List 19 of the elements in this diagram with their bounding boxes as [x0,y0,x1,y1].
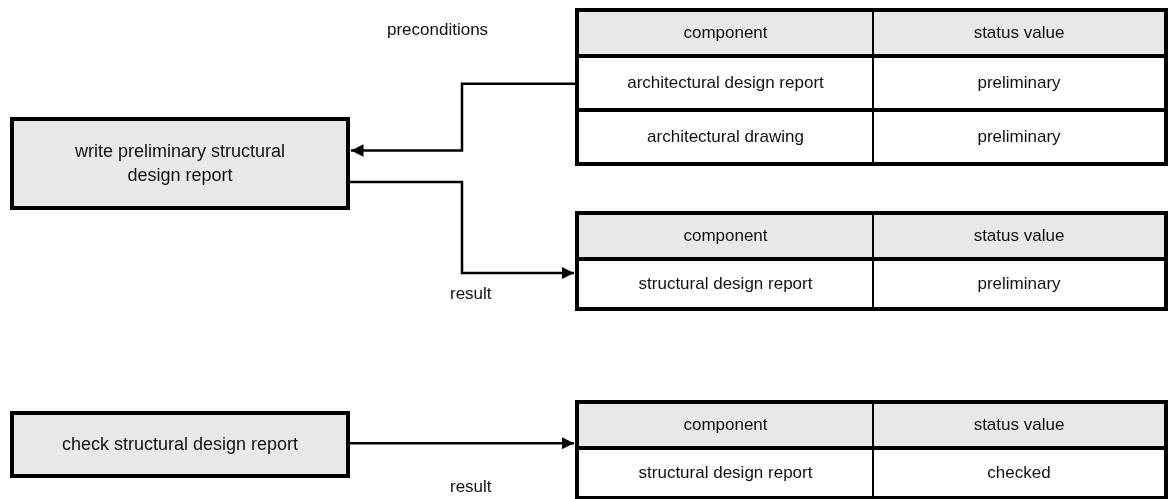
process-box: check structural design report [10,411,350,478]
column-header: component [579,12,872,54]
table-cell: checked [872,446,1164,496]
arrow [350,436,574,450]
status-table [575,8,1168,166]
arrow [351,82,575,157]
column-header: component [579,215,872,257]
status-table [575,400,1168,499]
status-table [575,211,1168,311]
column-header: status value [872,215,1164,257]
table-cell: preliminary [872,108,1164,162]
table-cell: preliminary [872,54,1164,108]
process-box: write preliminary structural design report [10,117,350,210]
column-header: status value [872,404,1164,446]
table-cell: preliminary [872,257,1164,307]
column-header: component [579,404,872,446]
column-header: status value [872,12,1164,54]
arrow [350,180,574,280]
edge-label: preconditions [387,20,489,40]
